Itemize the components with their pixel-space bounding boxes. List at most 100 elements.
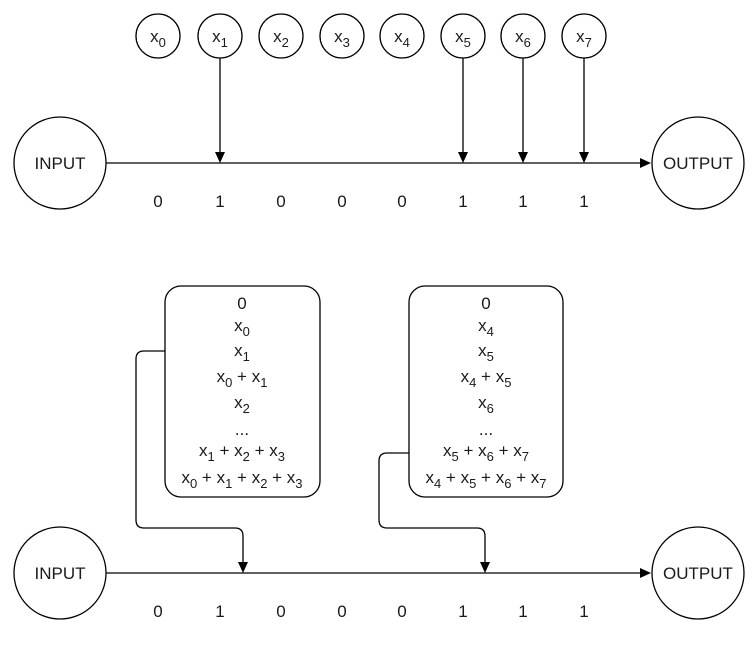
table-row: x2 <box>234 393 250 416</box>
bit-labels: 0 1 0 0 0 1 1 1 <box>153 192 588 211</box>
variable-symbol: x <box>287 468 296 487</box>
table-row: x1 + x2 + x3 <box>199 441 285 464</box>
plus-operator: + <box>459 441 478 460</box>
variable-subscript: 3 <box>343 35 350 50</box>
output-circle <box>651 116 745 210</box>
output-node: OUTPUT <box>651 116 745 210</box>
variable-subscript: 2 <box>260 476 267 491</box>
variable-symbol: x <box>461 367 470 386</box>
bit-label: 0 <box>397 192 406 211</box>
lookup-table-low: 0 x0 x1 x0 + x1 x2 ... x1 + x2 + x3 x0 +… <box>164 285 321 498</box>
variable-symbol: x <box>496 367 505 386</box>
variable-label: x1 <box>212 27 228 50</box>
variable-subscript: 0 <box>225 375 232 390</box>
variable-node-x0: x0 <box>135 13 181 59</box>
bit-label: 1 <box>215 192 224 211</box>
table-row: ... <box>235 420 249 439</box>
bit-label: 1 <box>518 602 527 621</box>
variable-subscript: 6 <box>487 401 494 416</box>
variable-arrow-x7 <box>579 58 589 163</box>
variable-label: x4 <box>394 27 410 50</box>
lookup-connector-high <box>378 452 490 573</box>
variable-symbol: x <box>234 341 243 360</box>
variable-symbol: x <box>234 441 243 460</box>
variable-arrow-x1 <box>215 58 225 163</box>
plus-operator: + <box>267 468 286 487</box>
arrow-head-icon <box>215 152 225 163</box>
variable-subscript: 1 <box>260 375 267 390</box>
variable-subscript: 1 <box>208 449 215 464</box>
arrow-head-icon <box>640 568 651 578</box>
variable-node-x7: x7 <box>561 13 607 59</box>
variable-symbol: x <box>269 441 278 460</box>
variable-subscript: 5 <box>487 349 494 364</box>
variable-arrow-x6 <box>518 58 528 163</box>
input-node: INPUT <box>13 526 107 620</box>
variable-node-x2: x2 <box>258 13 304 59</box>
variable-node-x5: x5 <box>440 13 486 59</box>
variable-circle <box>258 13 304 59</box>
variable-symbol: x <box>478 393 487 412</box>
variable-subscript: 6 <box>487 449 494 464</box>
variable-subscript: 7 <box>585 35 592 50</box>
variable-node-x3: x3 <box>319 13 365 59</box>
variable-symbol: x <box>234 393 243 412</box>
variable-subscript: 5 <box>469 476 476 491</box>
output-label: OUTPUT <box>663 154 733 173</box>
connector-path <box>135 350 244 564</box>
variable-symbol: x <box>252 468 261 487</box>
plus-operator: + <box>232 367 251 386</box>
main-line-arrow <box>106 568 651 578</box>
output-node: OUTPUT <box>651 526 745 620</box>
row-text: 0 <box>481 294 490 313</box>
variable-arrow-x5 <box>458 58 468 163</box>
top-diagram: x0 x1 x2 x3 x4 x5 x6 x7 <box>13 13 745 211</box>
lookup-table-box <box>164 285 321 498</box>
bit-label: 0 <box>276 602 285 621</box>
plus-operator: + <box>250 441 269 460</box>
variable-symbol: x <box>576 27 585 46</box>
bit-label: 1 <box>215 602 224 621</box>
variable-subscript: 5 <box>452 449 459 464</box>
variable-subscript: 2 <box>243 401 250 416</box>
variable-symbol: x <box>425 468 434 487</box>
plus-operator: + <box>232 468 251 487</box>
variable-subscript: 4 <box>469 375 476 390</box>
ellipsis: ... <box>479 420 493 439</box>
bit-label: 1 <box>518 192 527 211</box>
variable-subscript: 0 <box>190 476 197 491</box>
variable-symbol: x <box>217 468 226 487</box>
variable-symbol: x <box>394 27 403 46</box>
lookup-table-high: 0 x4 x5 x4 + x5 x6 ... x5 + x6 + x7 x4 +… <box>408 285 564 498</box>
variable-symbol: x <box>496 468 505 487</box>
variable-label: x2 <box>273 27 289 50</box>
variable-label: x3 <box>334 27 350 50</box>
bit-label: 1 <box>579 192 588 211</box>
ellipsis: ... <box>235 420 249 439</box>
table-row: x4 <box>478 316 494 339</box>
table-row: x0 <box>234 316 250 339</box>
main-line-arrow <box>106 158 651 168</box>
connector-path <box>378 452 486 564</box>
variable-symbol: x <box>478 341 487 360</box>
lookup-table-box <box>408 285 564 498</box>
arrow-head-icon <box>480 562 490 573</box>
variable-label: x5 <box>455 27 471 50</box>
variable-node-x6: x6 <box>500 13 546 59</box>
plus-operator: + <box>476 468 495 487</box>
input-label: INPUT <box>35 154 86 173</box>
variable-subscript: 5 <box>464 35 471 50</box>
variable-symbol: x <box>252 367 261 386</box>
variable-circle <box>319 13 365 59</box>
arrow-head-icon <box>579 152 589 163</box>
variable-symbol: x <box>334 27 343 46</box>
bottom-diagram: 0 x0 x1 x0 + x1 x2 ... x1 + x2 + x3 x0 +… <box>13 285 745 621</box>
arrow-head-icon <box>458 152 468 163</box>
row-text: 0 <box>237 294 246 313</box>
output-circle <box>651 526 745 620</box>
bit-label: 1 <box>579 602 588 621</box>
variable-subscript: 0 <box>159 35 166 50</box>
input-node: INPUT <box>13 116 107 210</box>
variable-symbol: x <box>443 441 452 460</box>
